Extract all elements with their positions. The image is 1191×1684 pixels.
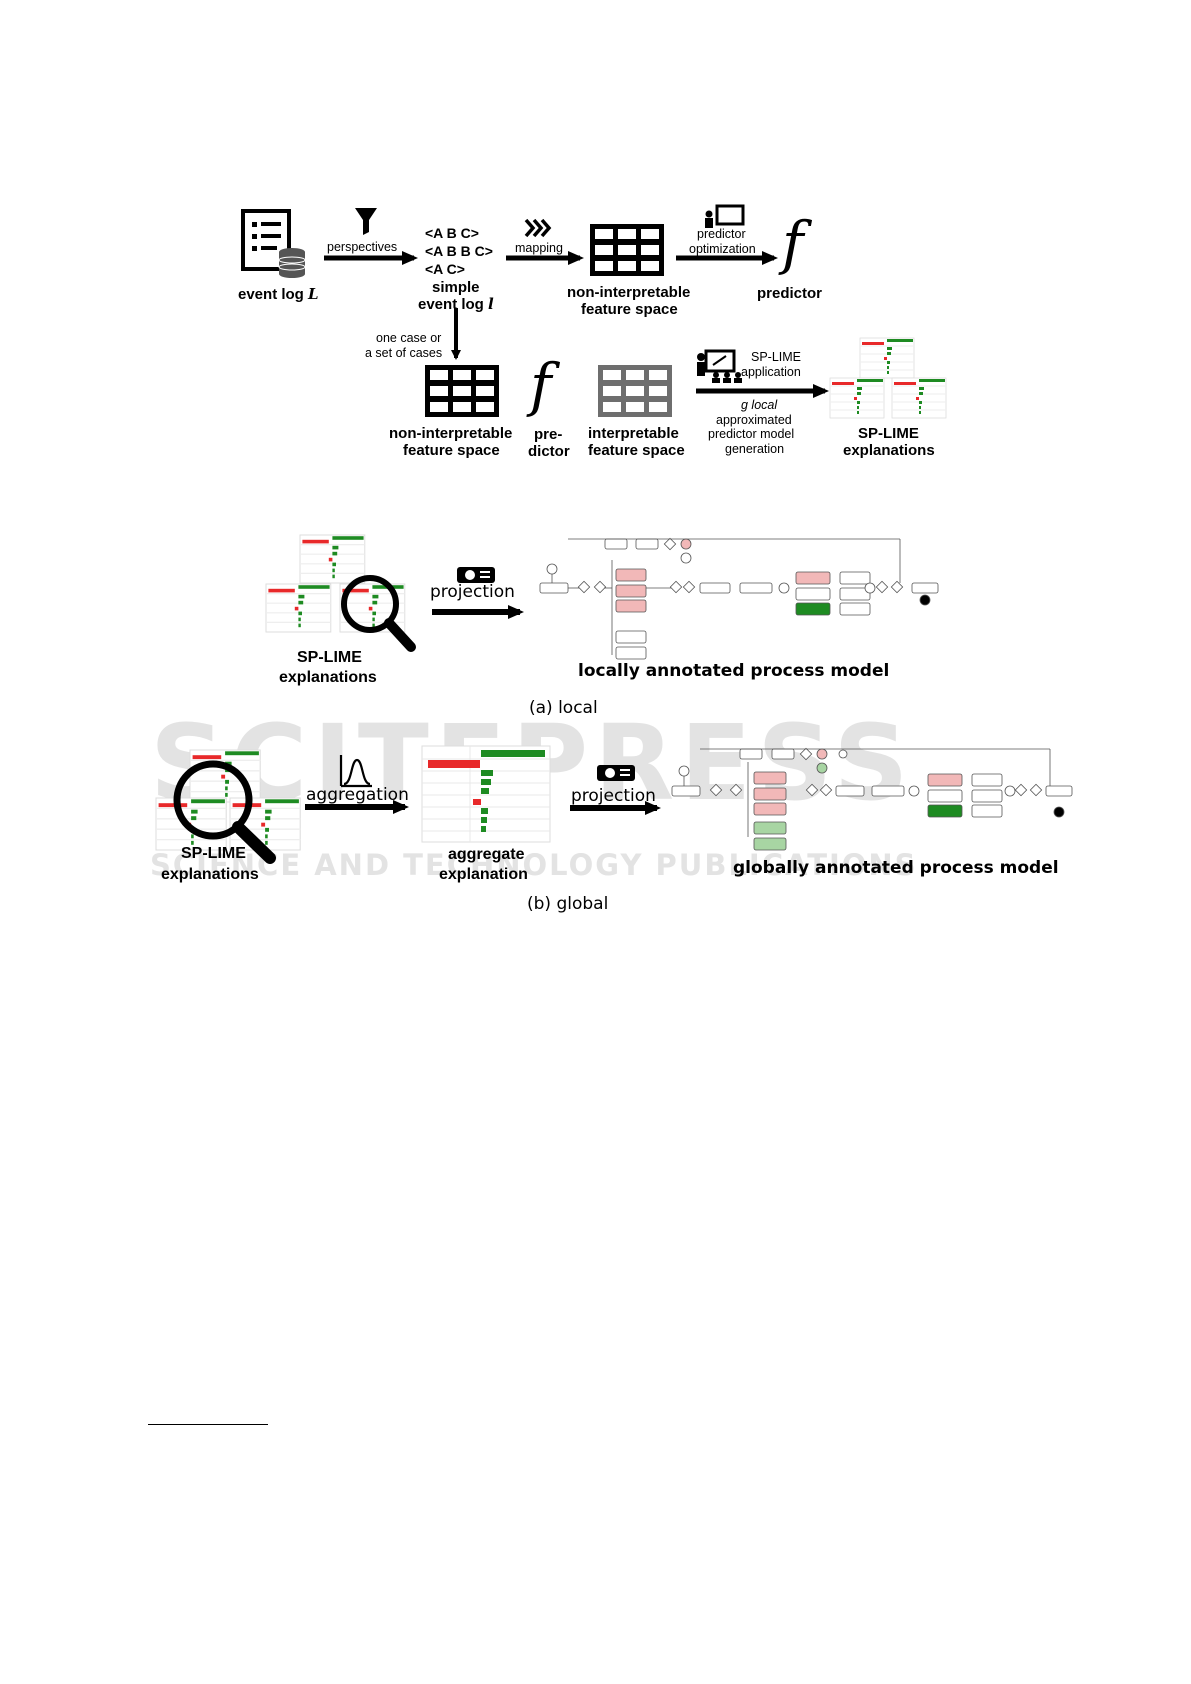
predictor-label: predictor [757,285,823,302]
explanation-thumbnail [299,534,366,584]
interpretable-label-a: interpretable [588,425,679,442]
process-model-local [539,537,939,660]
table-icon [425,365,499,417]
pre-label: pre- [534,426,563,443]
nis-label-2b: feature space [403,442,500,459]
magnifier-icon [173,760,276,864]
projector-icon [597,765,635,781]
dictor-label: dictor [528,443,570,460]
function-symbol: f [782,209,804,277]
local-caption: (a) local [529,698,598,718]
nis-label-1a: non-interpretable [567,284,691,301]
watermark-subtitle: SCIENCE AND TECHNOLOGY PUBLICATIONS [150,848,918,882]
explanation-thumbnail [891,377,947,419]
local-projection-label: projection [430,582,515,602]
sequence-1: <A B C> [425,225,479,241]
interpretable-label-b: feature space [588,442,685,459]
aggregation-label: aggregation [306,785,409,805]
splime-app-label-a: SP-LIME [751,350,802,364]
predictor-opt-label-b: optimization [689,242,756,256]
perspectives-label: perspectives [327,240,398,254]
global-projection-label: projection [571,786,656,806]
explanation-thumbnail [829,377,885,419]
mapping-icon [524,218,552,238]
event-log-label: event log L [238,285,319,303]
local-splime-label-b: explanations [279,669,377,686]
one-case-label-a: one case or [376,331,442,345]
magnifier-icon [341,575,416,652]
sequence-2: <A B B C> [425,243,493,259]
nis-label-2a: non-interpretable [389,425,513,442]
local-splime-label-a: SP-LIME [297,649,362,666]
g-local-label-b: approximated [716,413,792,427]
sequence-3: <A C> [425,261,465,277]
aggregate-explanation-chart [421,745,551,843]
aggregate-label-a: aggregate [448,846,525,863]
explanation-thumbnail [265,583,332,633]
classroom-icon [697,349,742,383]
global-splime-label-b: explanations [161,866,259,883]
explanation-thumbnail [859,337,915,379]
nis-label-1b: feature space [581,301,678,318]
mapping-label: mapping [515,241,563,255]
projector-icon [457,567,495,583]
funnel-icon [355,208,377,235]
splime-expl-label-a: SP-LIME [858,425,919,442]
table-icon [590,224,664,276]
global-caption: (b) global [527,894,609,914]
event-log-icon [241,209,306,278]
explanation-thumbnail [155,797,227,851]
splime-expl-label-b: explanations [843,442,935,459]
splime-app-label-b: application [741,365,801,379]
footnote-rule [148,1424,268,1425]
g-local-label-a: g local [741,398,778,412]
global-model-label: globally annotated process model [733,858,1059,878]
g-local-label-c: predictor model [708,427,795,441]
function-symbol-2: f [530,351,552,419]
one-case-label-b: a set of cases [365,346,443,360]
presentation-icon [705,204,745,228]
global-splime-label-a: SP-LIME [181,845,246,862]
distribution-icon [339,755,372,788]
simple-log-label-1: simple [432,279,480,296]
g-local-label-d: generation [725,442,785,456]
predictor-opt-label-a: predictor [697,227,746,241]
process-model-global [671,747,1073,851]
table-icon [598,365,672,417]
simple-log-label-2: event log l [418,295,494,313]
aggregate-label-b: explanation [439,866,528,883]
local-model-label: locally annotated process model [578,661,890,681]
